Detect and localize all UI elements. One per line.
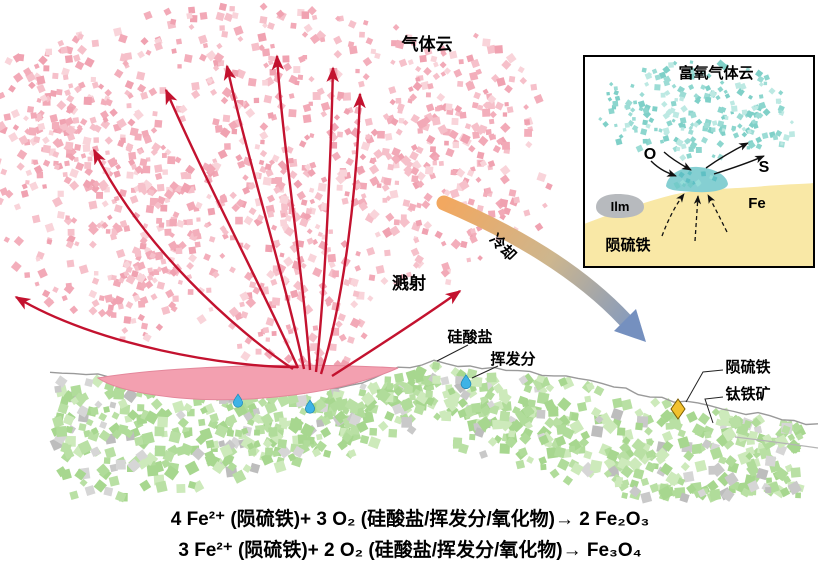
oxygen-cloud-speckles <box>598 59 796 162</box>
ilmenite-label: 钛铁矿 <box>725 386 771 403</box>
volatiles-leader <box>471 365 499 379</box>
oxygen-in-arrow <box>650 160 677 177</box>
ejecta-arrow <box>92 148 294 370</box>
oxygen-in-arrow <box>663 151 692 171</box>
equation-line-2: 3 Fe²⁺ (陨硫铁)+ 2 O₂ (硅酸盐/挥发分/氧化物)→ Fe₃O₄ <box>178 540 642 561</box>
inset-border <box>583 55 815 268</box>
regolith-speckles <box>49 359 807 504</box>
inset-content <box>584 59 814 267</box>
ilmenite-leader <box>704 396 724 424</box>
inset-title: 富氧气体云 <box>678 65 754 82</box>
inset-dashed-arrows <box>661 193 728 242</box>
silicate-label: 硅酸盐 <box>447 329 493 346</box>
iron-up-arrow <box>693 195 702 242</box>
troilite-label: 陨硫铁 <box>725 359 771 376</box>
secondary-surface-line <box>734 436 819 449</box>
iron-up-arrow <box>661 193 685 237</box>
splash-arrow <box>331 290 462 378</box>
sulfur-out-arrow <box>705 142 749 169</box>
gas-cloud-speckles <box>0 2 553 376</box>
iron-up-arrow <box>707 194 728 233</box>
inset-troilite-label: 陨硫铁 <box>605 237 651 254</box>
inset-panel <box>583 55 815 268</box>
cooling-arrow <box>436 195 633 328</box>
ejecta-arrow <box>223 64 306 370</box>
sulfur-out-arrow <box>713 155 765 175</box>
troilite-leader <box>685 369 724 403</box>
ejecta-arrow <box>319 92 366 375</box>
ejecta-arrow <box>164 88 300 369</box>
equation-line-1: 4 Fe²⁺ (陨硫铁)+ 3 O₂ (硅酸盐/挥发分/氧化物)→ 2 Fe₂O… <box>170 509 650 530</box>
ejecta-arrow <box>271 54 312 371</box>
ejecta-arrows <box>14 54 462 378</box>
silicate-leader <box>436 344 469 362</box>
ilm-label: Ilm <box>610 199 630 214</box>
inset-solid-arrows <box>650 142 765 177</box>
melt-pool-speckles <box>673 170 718 190</box>
melt-crescent <box>96 364 399 401</box>
iron-label: Fe <box>748 195 766 212</box>
volatiles-label: 挥发分 <box>490 351 536 368</box>
sulfur-label: S <box>758 159 770 176</box>
oxygen-label: O <box>643 146 657 163</box>
ejecta-arrow <box>314 66 339 373</box>
ilmenite-blob <box>596 194 644 218</box>
reaction-equations: 4 Fe²⁺ (陨硫铁)+ 3 O₂ (硅酸盐/挥发分/氧化物)→ 2 Fe₂O… <box>0 504 820 566</box>
troilite-diamond-icon <box>670 398 686 420</box>
splash-label: 溅射 <box>392 274 426 293</box>
leader-lines <box>436 344 724 424</box>
gas-cloud-label: 气体云 <box>401 35 453 54</box>
cooling-arrowhead-icon <box>614 309 646 342</box>
ejecta-arrow-left <box>14 295 299 369</box>
